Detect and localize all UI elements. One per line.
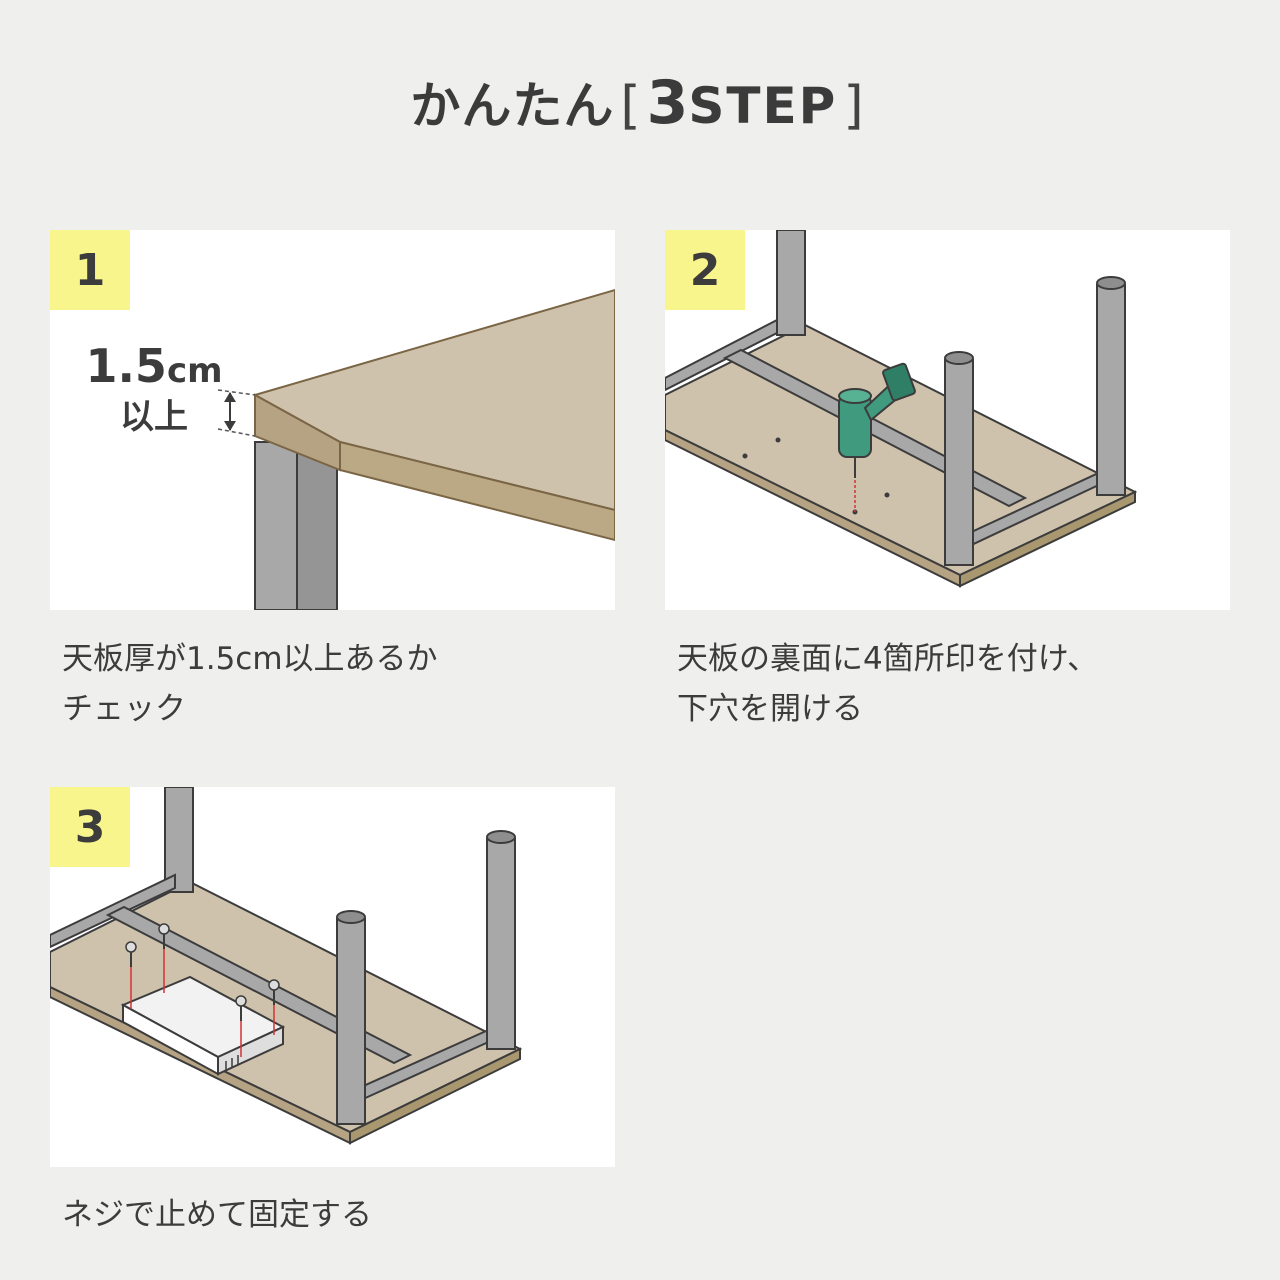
step-1-caption: 天板厚が1.5cm以上あるか チェック: [62, 634, 622, 734]
board-edge-side: [339, 440, 615, 542]
screw-icon: [158, 923, 170, 993]
step-1-badge: 1: [50, 230, 130, 310]
title-kana: かんたん: [410, 77, 615, 135]
screw-icon: [125, 941, 137, 1009]
step-2-caption: 天板の裏面に4箇所印を付け、 下穴を開ける: [677, 634, 1237, 734]
thickness-unit: cm: [166, 351, 223, 391]
thickness-sub: 以上: [120, 397, 188, 437]
frame-rail-back: [50, 873, 176, 949]
drill-icon: [838, 362, 916, 512]
leg-front-left: [336, 918, 366, 1125]
frame-rail-long: [105, 905, 413, 1065]
title-close-bracket: ]: [843, 76, 864, 136]
step-1-illustration: 1 1.5cm 以上: [50, 230, 615, 610]
leg-front-right: [1096, 284, 1126, 496]
step-1-caption-line-1: 天板厚が1.5cm以上あるか: [62, 641, 438, 677]
hole-mark-4: [884, 492, 890, 498]
leg-front-right: [486, 838, 516, 1050]
step-1-caption-line-2: チェック: [62, 691, 186, 727]
step-2-caption-line-2: 下穴を開ける: [677, 691, 863, 727]
step-3-caption-line-1: ネジで止めて固定する: [62, 1197, 372, 1233]
page-title: かんたん [ 3 STEP ]: [0, 66, 1280, 138]
step-3-caption: ネジで止めて固定する: [62, 1190, 622, 1240]
leg-back: [164, 787, 194, 893]
device-box: [120, 975, 286, 1076]
fixing-drawing: [50, 787, 523, 1145]
table-leg-front: [254, 441, 298, 610]
leg-back: [776, 230, 806, 336]
step-3-illustration: 3: [50, 787, 615, 1167]
screw-icon: [235, 995, 247, 1057]
step-2-caption-line-1: 天板の裏面に4箇所印を付け、: [677, 641, 1099, 677]
title-word: STEP: [688, 77, 838, 135]
screw-icon: [268, 979, 280, 1035]
thickness-label: 1.5cm 以上: [74, 340, 234, 437]
step-2-illustration: 2: [665, 230, 1230, 610]
leg-front-left: [944, 359, 974, 566]
title-open-bracket: [: [620, 76, 641, 136]
drilling-drawing: [665, 230, 1138, 588]
step-3-badge: 3: [50, 787, 130, 867]
thickness-value: 1.5: [85, 339, 167, 393]
hole-mark-2: [775, 437, 781, 443]
hole-mark-1: [742, 453, 748, 459]
table-leg-side: [296, 451, 338, 610]
title-number: 3: [646, 68, 689, 138]
step-2-badge: 2: [665, 230, 745, 310]
frame-rail-back: [665, 318, 778, 392]
table-corner-drawing: [217, 288, 615, 610]
